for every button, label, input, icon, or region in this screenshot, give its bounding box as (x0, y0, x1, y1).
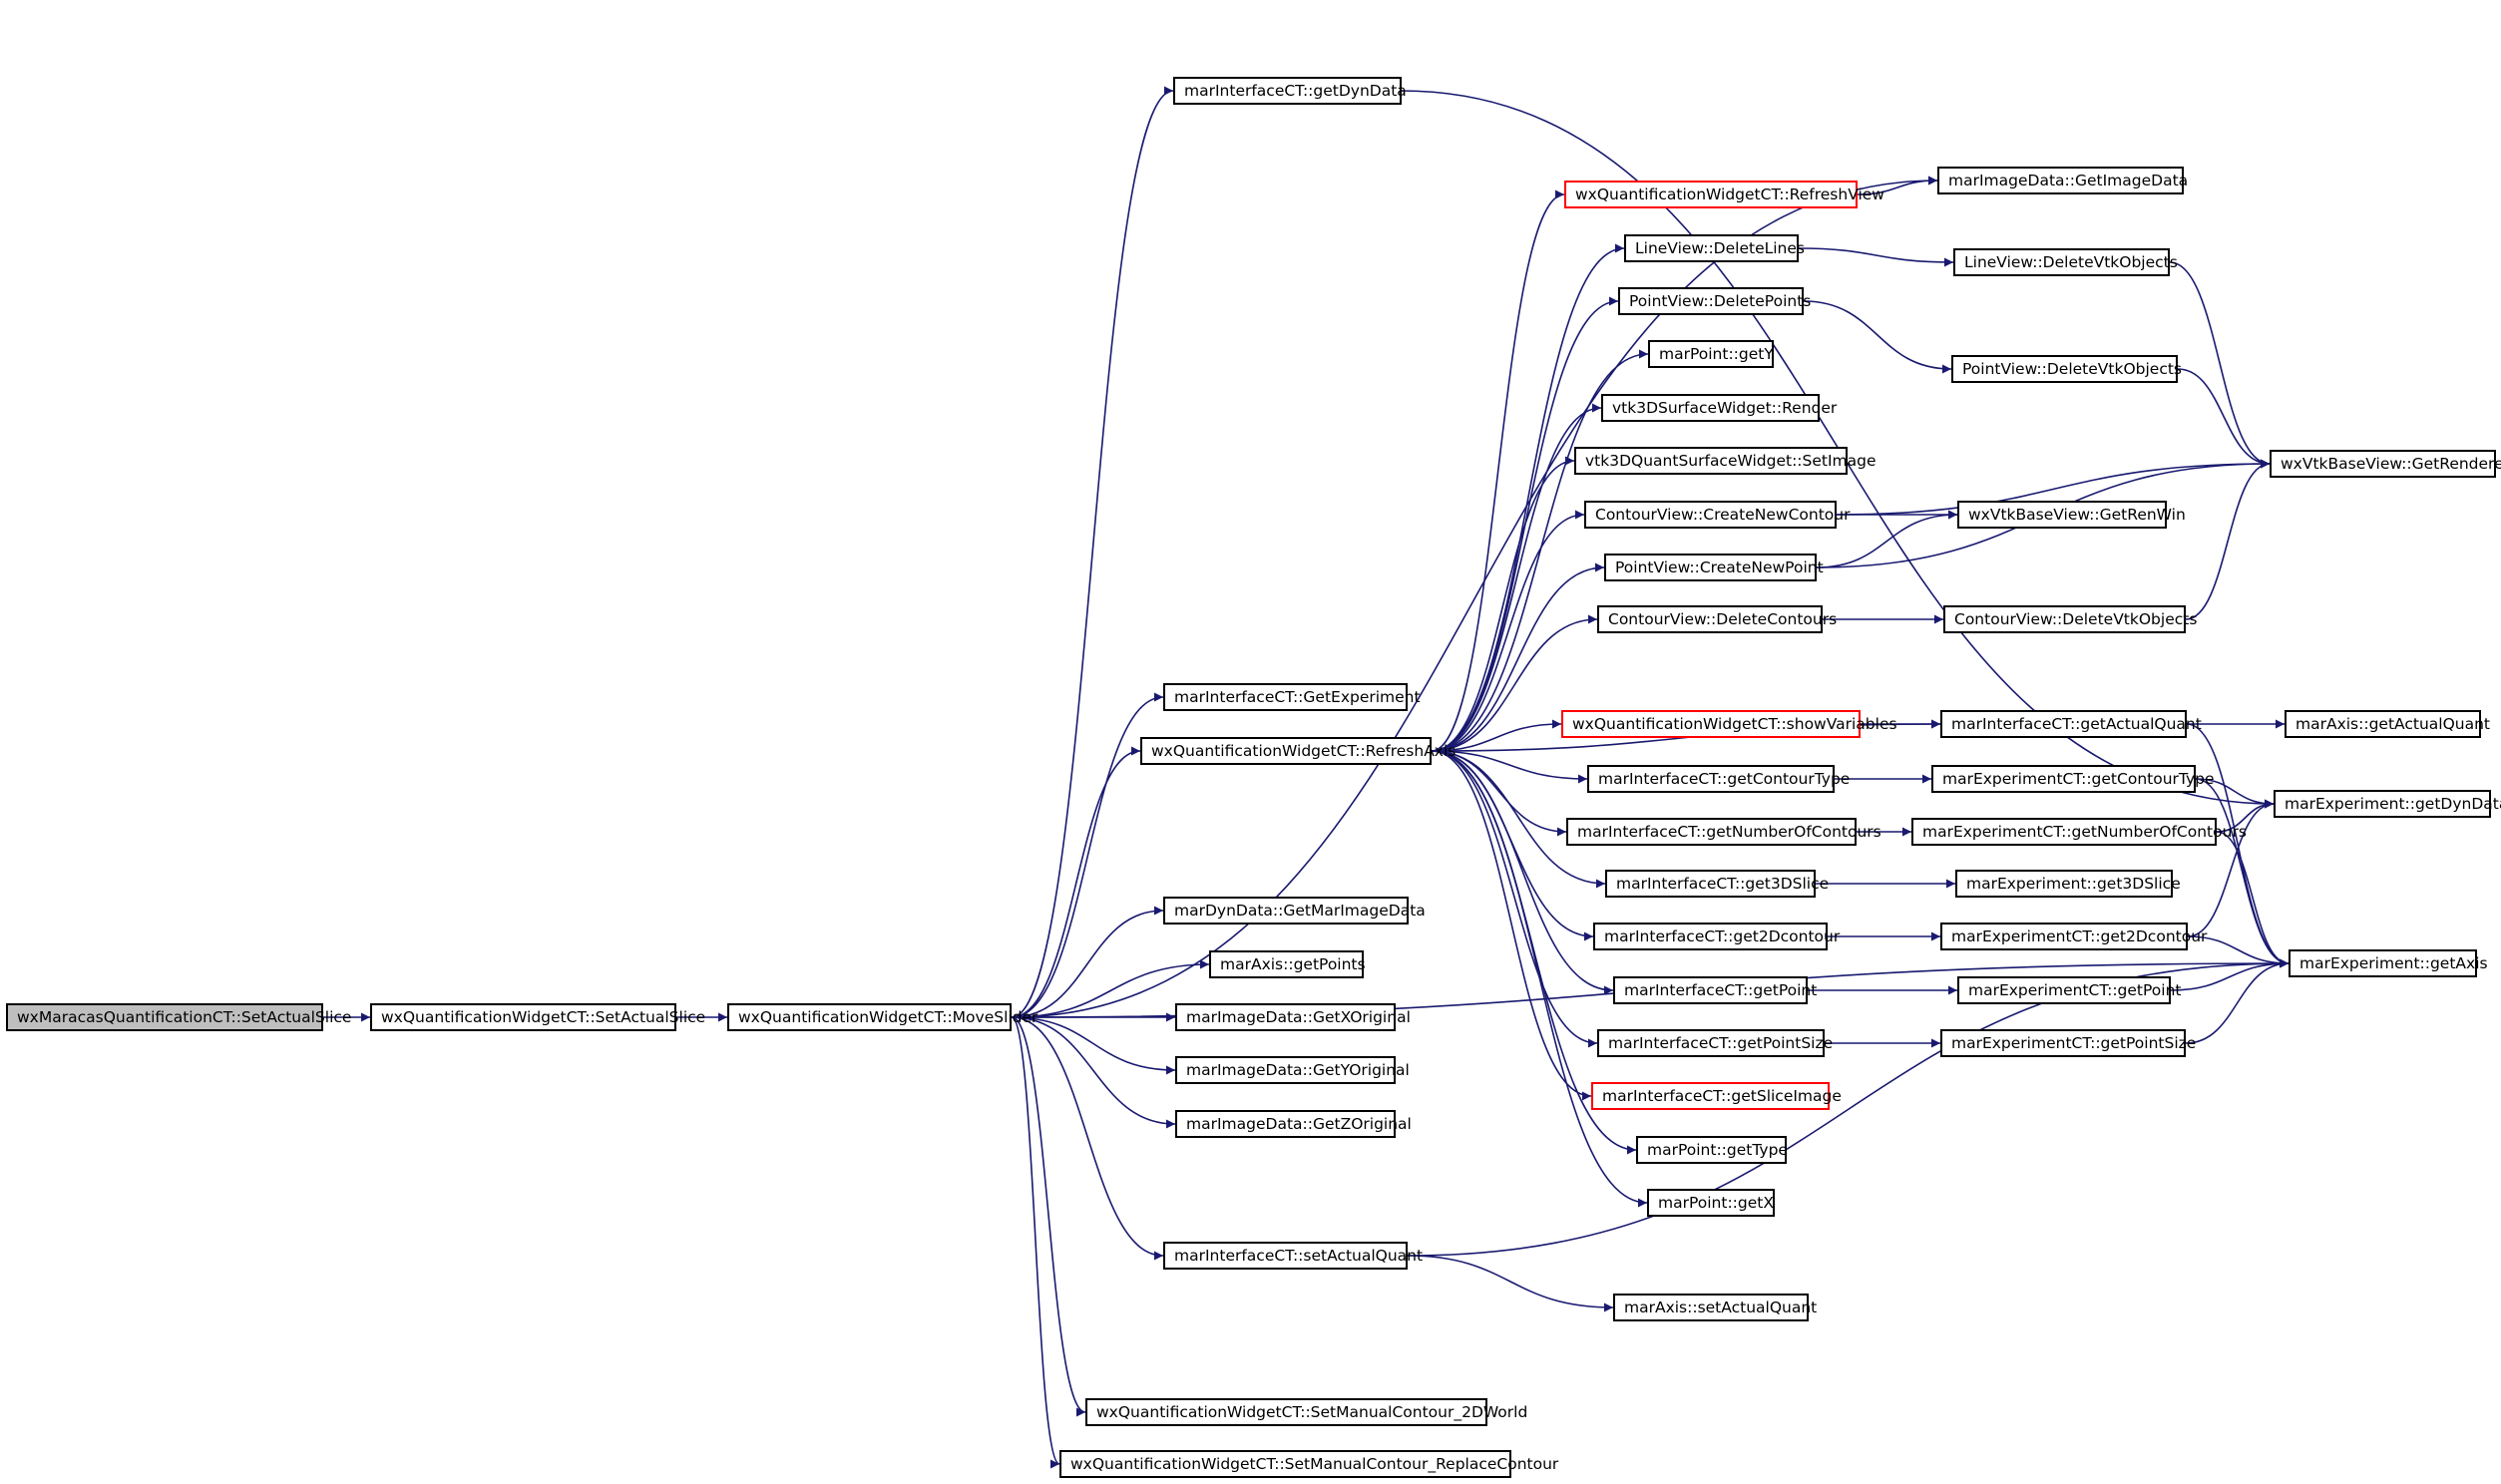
node-point-get-x[interactable]: marPoint::getX (1647, 1189, 1775, 1217)
edge-n_refreshaxis-to-n_refreshview (1431, 189, 1565, 752)
node-experiment-get-number-of-contours[interactable]: marExperimentCT::getNumberOfContours (1911, 818, 2247, 846)
node-contour-delete-vtk-objects[interactable]: ContourView::DeleteVtkObjects (1943, 605, 2197, 633)
edge-n_refreshaxis-to-n_getpoint (1431, 750, 1614, 995)
node-get-ren-win[interactable]: wxVtkBaseView::GetRenWin (1957, 501, 2186, 529)
edge-n_lv_delvtk-to-n_getrenderer (2169, 261, 2271, 469)
node-axis-set-actual-quant[interactable]: marAxis::setActualQuant (1613, 1294, 1817, 1321)
edge-n_refreshview-to-n_getimgdata (1857, 176, 1938, 195)
edge-n_exp_contourtype-to-n_exp_getdyn (2195, 778, 2275, 809)
node-axis-get-points[interactable]: marAxis::getPoints (1209, 950, 1366, 978)
node-line-delete-vtk-objects[interactable]: LineView::DeleteVtkObjects (1953, 248, 2178, 276)
node-interface-get-actual-quant[interactable]: marInterfaceCT::getActualQuant (1940, 710, 2202, 738)
edge-n_delpoints-to-n_pv_delvtk (1803, 300, 1952, 374)
edge-n_move-to-n_refreshaxis (1011, 746, 1141, 1018)
edge-n_refreshaxis-to-n_createcontour (1431, 510, 1585, 752)
node-set-manual-contour-replace[interactable]: wxQuantificationWidgetCT::SetManualConto… (1059, 1450, 1558, 1478)
node-point-delete-points[interactable]: PointView::DeletePoints (1618, 287, 1811, 315)
edge-n_refreshaxis-to-n_get3d (1431, 750, 1606, 889)
edge-n_createpoint-to-n_getrenwin (1816, 510, 1958, 568)
node-create-new-point[interactable]: PointView::CreateNewPoint (1604, 554, 1824, 581)
edge-n_refreshaxis-to-n_getx (1431, 750, 1648, 1208)
edge-n_cv_delvtk-to-n_getrenderer (2185, 459, 2271, 620)
node-interface-get-dyn-data[interactable]: marInterfaceCT::getDynData (1173, 77, 1407, 105)
node-interface-get-point[interactable]: marInterfaceCT::getPoint (1613, 976, 1817, 1004)
edge-n_move-to-n_gety_orig (1011, 1016, 1176, 1075)
node-get-x-original[interactable]: marImageData::GetXOriginal (1175, 1003, 1411, 1031)
node-create-new-contour[interactable]: ContourView::CreateNewContour (1584, 501, 1850, 529)
edge-n_refreshaxis-to-n_showvars (1431, 719, 1562, 752)
edge-n_move-to-n_getexp (1011, 692, 1164, 1018)
edge-n_move-to-n_getz_orig (1011, 1016, 1176, 1129)
node-experiment-get-contour-type[interactable]: marExperimentCT::getContourType (1931, 765, 2215, 793)
edge-n_exp_get2d-to-n_exp_getaxis (2187, 935, 2290, 968)
edge-n_move-to-n_getdyn_ict (1011, 86, 1174, 1018)
edge-n_refreshaxis-to-n_gety (1431, 349, 1649, 752)
node-experiment-get-point-size[interactable]: marExperimentCT::getPointSize (1940, 1029, 2196, 1057)
node-get-image-data[interactable]: marImageData::GetImageData (1937, 167, 2188, 194)
edge-n_move-to-n_setactq_ict (1011, 1016, 1164, 1261)
node-line-delete-lines[interactable]: LineView::DeleteLines (1624, 234, 1805, 262)
node-interface-get-slice-image[interactable]: marInterfaceCT::getSliceImage (1591, 1082, 1842, 1110)
edge-n_refreshaxis-to-n_render (1431, 403, 1602, 752)
node-point-delete-vtk-objects[interactable]: PointView::DeleteVtkObjects (1951, 355, 2182, 383)
node-get-mar-image-data[interactable]: marDynData::GetMarImageData (1163, 897, 1426, 925)
edge-n_createcontour-to-n_getrenderer (1836, 459, 2271, 516)
node-interface-get-number-of-contours[interactable]: marInterfaceCT::getNumberOfContours (1566, 818, 1881, 846)
node-axis-get-actual-quant[interactable]: marAxis::getActualQuant (2285, 710, 2490, 738)
node-interface-set-actual-quant[interactable]: marInterfaceCT::setActualQuant (1163, 1242, 1423, 1270)
node-move-slider[interactable]: wxQuantificationWidgetCT::MoveSlider (727, 1003, 1038, 1031)
edge-n_setactq_ict-to-n_axis_setactq (1407, 1255, 1614, 1312)
edge-n_move-to-n_getmarimg (1011, 906, 1164, 1018)
node-surface-render[interactable]: vtk3DSurfaceWidget::Render (1601, 394, 1837, 422)
node-experiment-get-axis[interactable]: marExperiment::getAxis (2289, 949, 2488, 977)
node-experiment-get-2d-contour[interactable]: marExperimentCT::get2Dcontour (1940, 923, 2207, 950)
edge-n_move-to-n_getpoints (1011, 959, 1210, 1018)
edge-n_exp_pointsize-to-n_exp_getaxis (2185, 958, 2290, 1044)
edge-n_move-to-n_replace (1011, 1016, 1060, 1469)
edge-n_exp_numcontours-to-n_exp_getaxis (2216, 831, 2290, 968)
node-interface-get-2d-contour[interactable]: marInterfaceCT::get2Dcontour (1593, 923, 1840, 950)
node-interface-get-point-size[interactable]: marInterfaceCT::getPointSize (1597, 1029, 1833, 1057)
node-root-set-actual-slice: wxMaracasQuantificationCT::SetActualSlic… (6, 1003, 351, 1031)
node-quant-surface-set-image[interactable]: vtk3DQuantSurfaceWidget::SetImage (1574, 447, 1876, 475)
edge-n_exp_get2d-to-n_exp_getdyn (2187, 799, 2275, 937)
edge-n_exp_getpoint-to-n_exp_getaxis (2170, 958, 2290, 991)
node-widget-set-actual-slice[interactable]: wxQuantificationWidgetCT::SetActualSlice (370, 1003, 705, 1031)
node-show-variables[interactable]: wxQuantificationWidgetCT::showVariables (1561, 710, 1897, 738)
edge-n_pv_delvtk-to-n_getrenderer (2177, 368, 2271, 469)
node-delete-contours[interactable]: ContourView::DeleteContours (1597, 605, 1837, 633)
edge-n_refreshaxis-to-n_getsliceimg (1431, 750, 1592, 1101)
edge-n_move-to-n_manual2d (1011, 1016, 1086, 1417)
node-interface-get-experiment[interactable]: marInterfaceCT::GetExperiment (1163, 683, 1421, 711)
edge-n_refreshaxis-to-n_delcontours (1431, 614, 1598, 752)
node-experiment-get-dyn-data[interactable]: marExperiment::getDynData (2274, 790, 2501, 818)
edge-n_dellines-to-n_lv_delvtk (1798, 247, 1954, 267)
edge-n_refreshaxis-to-n_createpoint (1431, 562, 1605, 752)
node-point-get-type[interactable]: marPoint::getType (1636, 1136, 1788, 1164)
node-experiment-get-point[interactable]: marExperimentCT::getPoint (1957, 976, 2182, 1004)
node-set-manual-contour-2dworld[interactable]: wxQuantificationWidgetCT::SetManualConto… (1085, 1398, 1527, 1426)
node-point-get-y[interactable]: marPoint::getY (1648, 340, 1774, 368)
edge-n_refreshaxis-to-n_setimage (1431, 456, 1575, 752)
node-refresh-axis[interactable]: wxQuantificationWidgetCT::RefreshAxis (1140, 737, 1456, 765)
node-experiment-get-3d-slice[interactable]: marExperiment::get3DSlice (1955, 870, 2181, 898)
node-get-z-original[interactable]: marImageData::GetZOriginal (1175, 1110, 1412, 1138)
node-get-y-original[interactable]: marImageData::GetYOriginal (1175, 1056, 1410, 1084)
node-refresh-view[interactable]: wxQuantificationWidgetCT::RefreshView (1564, 181, 1884, 208)
node-interface-get-3d-slice[interactable]: marInterfaceCT::get3DSlice (1605, 870, 1829, 898)
edge-n_exp_contourtype-to-n_exp_getaxis (2195, 778, 2290, 968)
node-interface-get-contour-type[interactable]: marInterfaceCT::getContourType (1587, 765, 1850, 793)
edge-n_refreshaxis-to-n_getcontourtype (1431, 750, 1588, 784)
node-get-renderer[interactable]: wxVtkBaseView::GetRenderer (2270, 450, 2501, 478)
edge-n_refreshaxis-to-n_getpointsize (1431, 750, 1598, 1048)
